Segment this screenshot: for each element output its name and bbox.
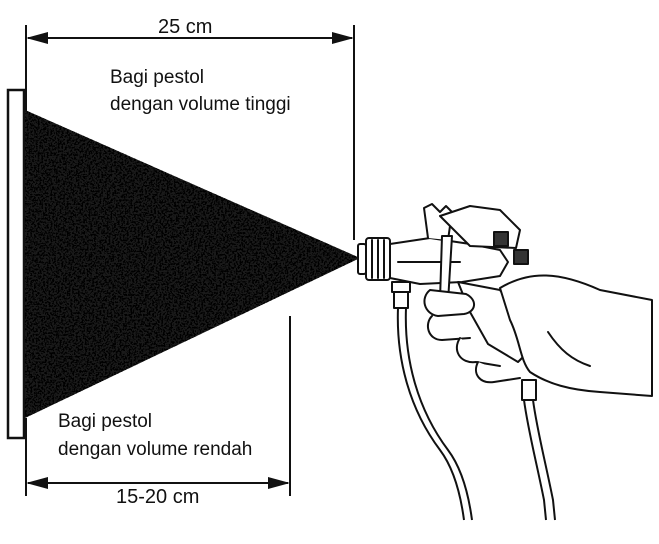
target-panel	[6, 88, 26, 440]
air-hose-inner	[532, 399, 556, 521]
low-volume-note-line2: dengan volume rendah	[58, 439, 253, 460]
top-dimension-label: 25 cm	[158, 16, 213, 38]
high-volume-note-line1: Bagi pestol	[110, 67, 205, 88]
high-volume-note-line2: dengan volume tinggi	[110, 94, 291, 115]
top-dim-arrow-right	[332, 32, 354, 44]
fluid-hose-inner	[404, 307, 473, 521]
spray-speckle	[25, 110, 360, 418]
top-dim-arrow-left	[26, 32, 48, 44]
bottom-dim-arrow-left	[26, 477, 48, 489]
top-dimension-line	[25, 25, 355, 240]
bottom-dim-arrow-right	[268, 477, 290, 489]
spray-gun	[357, 203, 653, 401]
fluid-hose	[396, 307, 465, 521]
air-hose	[523, 399, 547, 521]
low-volume-note-line1: Bagi pestol	[58, 411, 153, 432]
bottom-dimension-label: 15-20 cm	[116, 486, 200, 508]
